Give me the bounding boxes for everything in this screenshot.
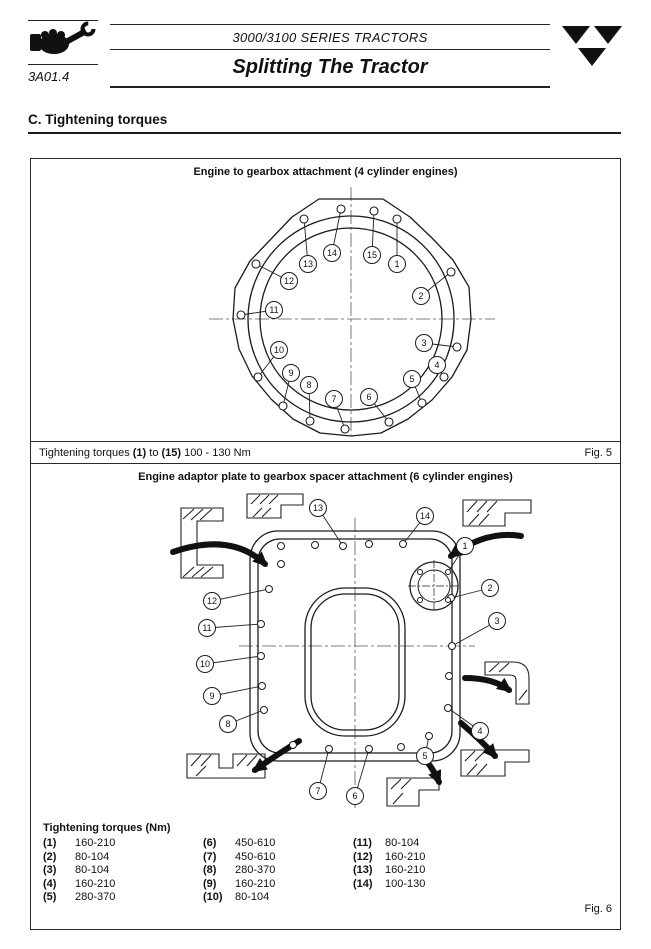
fig6-callout-10: 10 <box>196 655 214 673</box>
page-code: 3A01.4 <box>28 69 70 85</box>
fig6-callout-7: 7 <box>309 782 327 800</box>
torque-row: (4)160-210 <box>43 877 116 890</box>
header-center-block: 3000/3100 SERIES TRACTORS Splitting The … <box>110 24 550 88</box>
fig5-panel: Engine to gearbox attachment (4 cylinder… <box>31 159 620 463</box>
fig5-callout-13: 13 <box>299 255 317 273</box>
bolt-holes <box>236 204 462 434</box>
fig6-callout-8: 8 <box>219 715 237 733</box>
torque-row: (13)160-210 <box>353 864 426 877</box>
plate-outline <box>249 530 461 762</box>
divider <box>110 24 550 26</box>
fig6-callout-5: 5 <box>416 747 434 765</box>
divider <box>28 64 98 66</box>
fig6-panel: Engine adaptor plate to gearbox spacer a… <box>31 463 620 929</box>
figures-box: Engine to gearbox attachment (4 cylinder… <box>30 158 621 930</box>
fig5-title: Engine to gearbox attachment (4 cylinder… <box>193 166 458 178</box>
torque-column-2: (6)450-610 (7)450-610 (8)280-370 (9)160-… <box>203 837 353 905</box>
fig5-callout-7: 7 <box>325 390 343 408</box>
fig6-callout-4: 4 <box>471 722 489 740</box>
fig5-callout-2: 2 <box>412 287 430 305</box>
divider <box>110 49 550 51</box>
torque-row: (6)450-610 <box>203 837 276 849</box>
centerlines <box>239 518 475 811</box>
port-circle <box>408 560 460 612</box>
torque-row: (1)160-210 <box>43 837 116 849</box>
bracket-detail-top-left <box>180 507 224 579</box>
fig6-callout-2: 2 <box>481 579 499 597</box>
fig6-label: Fig. 6 <box>584 903 612 915</box>
fig6-callout-6: 6 <box>346 787 364 805</box>
torque-row: (3)80-104 <box>43 864 110 877</box>
torque-column-1: (1)160-210 (2)80-104 (3)80-104 (4)160-21… <box>43 837 203 905</box>
torque-row: (10)80-104 <box>203 891 270 904</box>
fig5-label: Fig. 5 <box>584 446 612 459</box>
torque-row: (12)160-210 <box>353 850 426 863</box>
torque-row: (9)160-210 <box>203 877 276 890</box>
fig6-callout-9: 9 <box>203 687 221 705</box>
page-title: Splitting The Tractor <box>232 56 428 79</box>
fig6-title: Engine adaptor plate to gearbox spacer a… <box>138 471 513 483</box>
torque-row: (5)280-370 <box>43 891 116 904</box>
section-heading: C. Tightening torques <box>28 112 168 127</box>
fig5-callout-10: 10 <box>270 341 288 359</box>
fig5-callout-4: 4 <box>428 356 446 374</box>
housing-outline <box>232 198 472 437</box>
divider <box>110 86 550 88</box>
fig5-callout-1: 1 <box>388 255 406 273</box>
hand-wrench-icon <box>30 21 96 55</box>
assembly-arrows <box>170 531 524 786</box>
adaptor-plate-drawing <box>170 493 532 811</box>
fig6-callout-11: 11 <box>198 619 216 637</box>
brand-triangles-icon <box>562 26 622 66</box>
bracket-detail-top-right <box>462 499 532 527</box>
divider <box>28 20 98 22</box>
fig5-callout-15: 15 <box>363 246 381 264</box>
bracket-detail-top-center <box>246 493 304 519</box>
bracket-detail-right <box>484 661 530 705</box>
fig6-diagram: 1 2 3 4 5 6 7 8 9 10 11 12 13 14 <box>31 486 619 821</box>
bracket-detail-bottom-center <box>386 777 440 807</box>
torque-row: (2)80-104 <box>43 850 110 863</box>
section-rule <box>28 132 621 134</box>
fig5-diagram: 1 2 3 4 5 6 7 8 9 10 11 12 13 14 15 <box>31 181 619 439</box>
fig6-callout-1: 1 <box>456 537 474 555</box>
fig5-caption-row: Tightening torques (1) to (15) 100 - 130… <box>31 441 620 463</box>
fig5-callout-5: 5 <box>403 370 421 388</box>
torque-column-3: (11)80-104 (12)160-210 (13)160-210 (14)1… <box>353 837 503 905</box>
torque-row: (7)450-610 <box>203 850 276 863</box>
torque-row: (14)100-130 <box>353 877 426 890</box>
torque-row: (8)280-370 <box>203 864 276 877</box>
fig6-callout-3: 3 <box>488 612 506 630</box>
fig5-callout-14: 14 <box>323 244 341 262</box>
centerlines <box>209 187 495 435</box>
fig6-callout-13: 13 <box>309 499 327 517</box>
fig5-caption: Tightening torques (1) to (15) 100 - 130… <box>39 446 251 459</box>
fig5-callout-8: 8 <box>300 376 318 394</box>
fig5-callout-3: 3 <box>415 334 433 352</box>
header-left-block: 3A01.4 <box>28 20 98 84</box>
bracket-detail-bottom-left <box>186 753 266 779</box>
bolt-holes <box>257 540 456 753</box>
torque-table-heading: Tightening torques (Nm) <box>43 822 171 834</box>
fig5-callout-12: 12 <box>280 272 298 290</box>
fig5-callout-6: 6 <box>360 388 378 406</box>
fig5-callout-9: 9 <box>282 364 300 382</box>
torque-table: Tightening torques (Nm) (1)160-210 (2)80… <box>43 822 503 905</box>
fig6-callout-14: 14 <box>416 507 434 525</box>
torque-row: (11)80-104 <box>353 837 420 849</box>
fig5-callout-11: 11 <box>265 301 283 319</box>
fig6-callout-12: 12 <box>203 592 221 610</box>
series-title: 3000/3100 SERIES TRACTORS <box>232 30 428 46</box>
